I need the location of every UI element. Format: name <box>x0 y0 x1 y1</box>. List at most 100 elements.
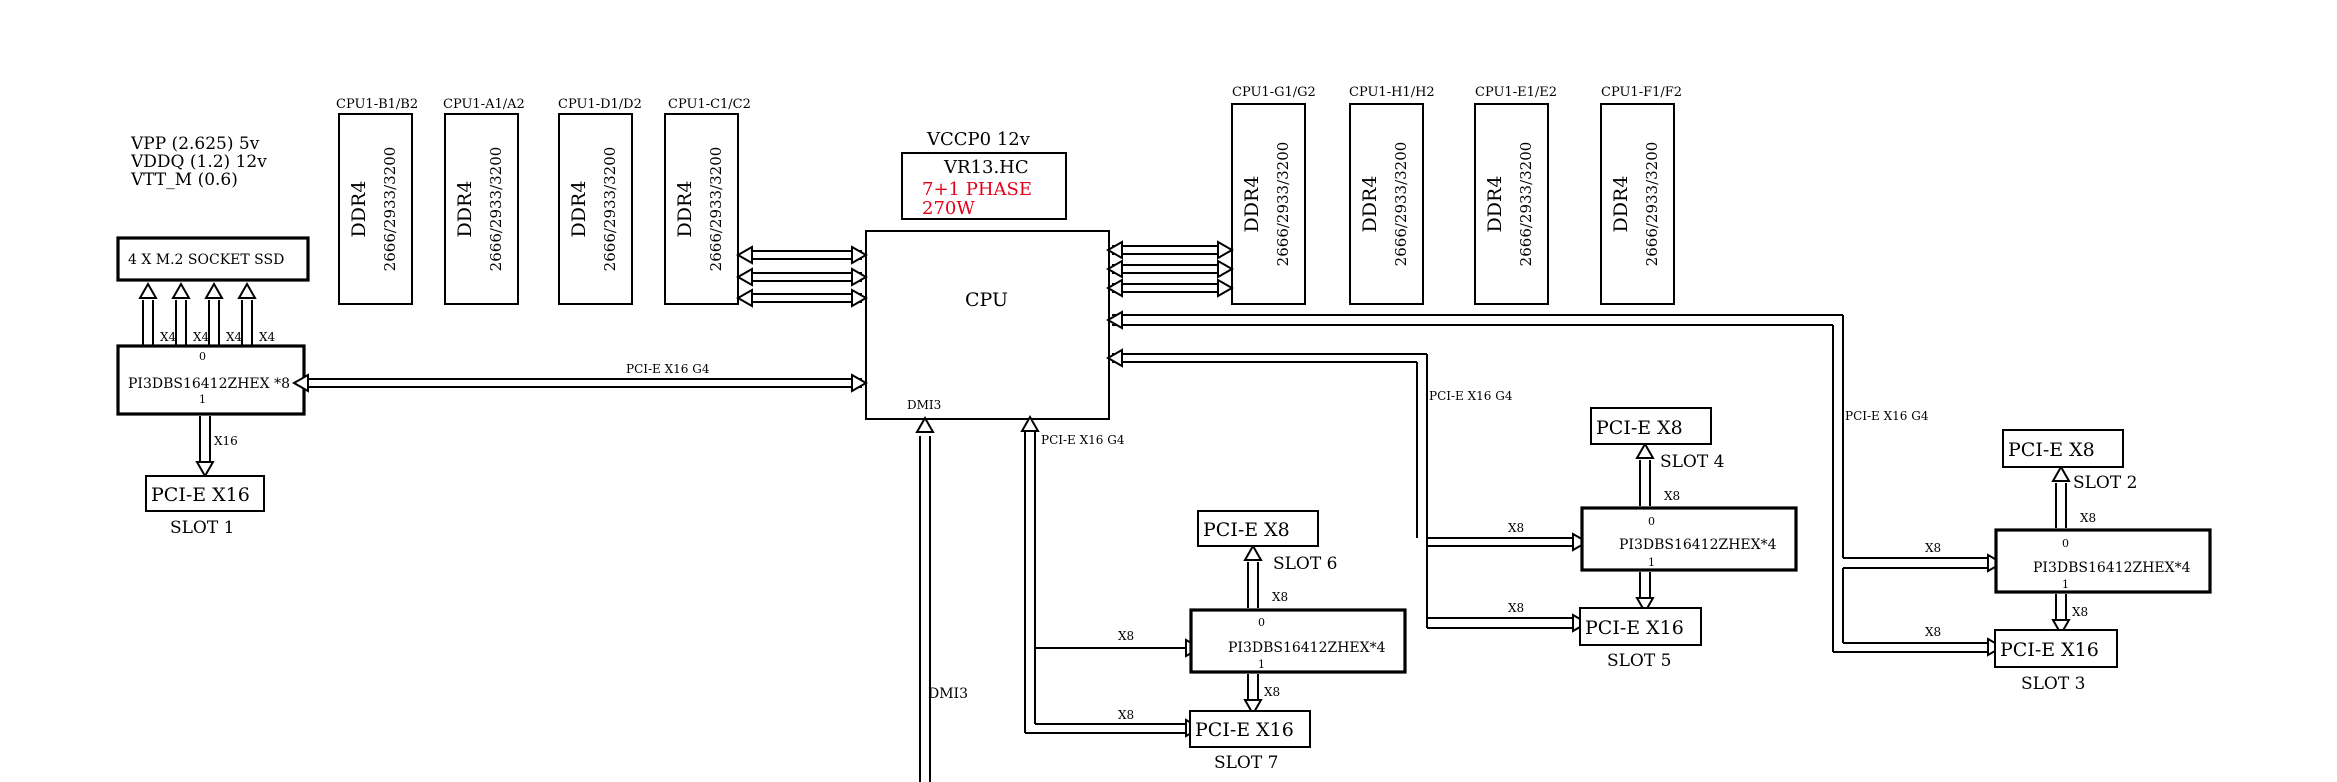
slot7-type: PCI-E X16 <box>1195 719 1294 741</box>
switch-a: 0 PI3DBS16412ZHEX*4 1 <box>1189 608 1407 674</box>
slot6: PCI-E X8 SLOT 6 <box>1197 510 1337 574</box>
dimm-slot-label: CPU1-A1/A2 <box>443 97 525 112</box>
pcie-g4-label: PCI-E X16 G4 <box>1429 389 1513 403</box>
slot5-name: SLOT 5 <box>1607 651 1671 671</box>
dimm-type: DDR4 <box>568 181 590 238</box>
vrm-box <box>901 152 1067 220</box>
x8-label: X8 <box>1508 521 1524 535</box>
switch-b-link: PCI-E X16 G4 X8 X8 <box>1107 349 1588 632</box>
slot3-type: PCI-E X16 <box>2000 639 2099 661</box>
dimm-type: DDR4 <box>1359 176 1381 233</box>
slot4-link: X8 <box>1636 443 1680 506</box>
dimm-box <box>1349 103 1424 305</box>
slot3-box <box>1994 629 2118 668</box>
x8-label: X8 <box>2072 605 2088 619</box>
port-0: 0 <box>1648 515 1655 528</box>
dimm-box <box>338 113 413 305</box>
slot5-box <box>1579 607 1702 646</box>
switch-b-box <box>1580 506 1798 572</box>
dimm-speed: 2666/2933/3200 <box>707 147 725 272</box>
slot7-link: X8 <box>1244 674 1280 715</box>
dimm-speed: 2666/2933/3200 <box>381 147 399 272</box>
cpu-label: CPU <box>965 289 1008 311</box>
dimm-type: DDR4 <box>1610 176 1632 233</box>
vccp0-label: VCCP0 12v <box>926 129 1031 150</box>
slot4-type: PCI-E X8 <box>1596 417 1683 439</box>
port-0: 0 <box>1258 616 1265 629</box>
slot2-name: SLOT 2 <box>2073 473 2137 493</box>
slot2: PCI-E X8 SLOT 2 <box>2002 429 2137 493</box>
port-0: 0 <box>199 350 206 363</box>
dimm-speed: 2666/2933/3200 <box>1517 142 1535 267</box>
dimm-slot-label: CPU1-C1/C2 <box>668 97 751 112</box>
vddq-label: VDDQ (1.2) 12v <box>130 152 267 172</box>
dimm-type: DDR4 <box>674 181 696 238</box>
memory-right: CPU1-G1/G2 DDR4 2666/2933/3200 CPU1-H1/H… <box>1231 85 1682 305</box>
dimm-box <box>664 113 739 305</box>
slot3-link: X8 <box>2052 594 2088 635</box>
switch-x8-label: PI3DBS16412ZHEX *8 <box>128 376 290 392</box>
memory-bus-left <box>737 246 867 307</box>
slot7: PCI-E X16 SLOT 7 <box>1189 710 1311 773</box>
slot2-type: PCI-E X8 <box>2008 439 2095 461</box>
switch-c: 0 PI3DBS16412ZHEX*4 1 <box>1994 528 2212 594</box>
dimm-type: DDR4 <box>1241 176 1263 233</box>
dmi-label: DMI3 <box>928 686 968 702</box>
slot2-box <box>2002 429 2124 468</box>
m2-block: 4 X M.2 SOCKET SSD X4 X4 X4 X4 <box>116 236 310 346</box>
dimm-slot-label: CPU1-F1/F2 <box>1601 85 1682 100</box>
port-1: 1 <box>1258 658 1265 671</box>
switch-x8-block: 0 PI3DBS16412ZHEX *8 1 <box>116 344 306 416</box>
slot1-box <box>145 475 265 512</box>
dimm-speed: 2666/2933/3200 <box>1392 142 1410 267</box>
switch-b: 0 PI3DBS16412ZHEX*4 1 <box>1580 506 1798 572</box>
switch-a-box <box>1189 608 1407 674</box>
dimm-type: DDR4 <box>348 181 370 238</box>
slot3-name: SLOT 3 <box>2021 674 2085 694</box>
dimm-speed: 2666/2933/3200 <box>1274 142 1292 267</box>
dimm-speed: 2666/2933/3200 <box>487 147 505 272</box>
vrm-name: VR13.HC <box>943 157 1029 178</box>
dimm-type: DDR4 <box>454 181 476 238</box>
slot5-type: PCI-E X16 <box>1585 617 1684 639</box>
power-rails: VPP (2.625) 5v VDDQ (1.2) 12v VTT_M (0.6… <box>130 134 267 190</box>
vrm-block: VCCP0 12v VR13.HC 7+1 PHASE 270W <box>901 129 1067 220</box>
x8-label: X8 <box>1272 590 1288 604</box>
dimm-box <box>1231 103 1306 305</box>
x8-label: X8 <box>1508 601 1524 615</box>
dimm-box <box>558 113 633 305</box>
slot6-name: SLOT 6 <box>1273 554 1337 574</box>
port-1: 1 <box>1648 556 1655 569</box>
vrm-power: 270W <box>922 198 975 219</box>
x8-label: X8 <box>1925 625 1941 639</box>
slot5-link <box>1636 572 1654 613</box>
dimm-slot-label: CPU1-B1/B2 <box>336 97 418 112</box>
slot6-type: PCI-E X8 <box>1203 519 1290 541</box>
x8-label: X8 <box>2080 511 2096 525</box>
slot4-name: SLOT 4 <box>1660 452 1724 472</box>
dimm-box <box>444 113 519 305</box>
slot1-link: X16 <box>196 416 238 477</box>
lane-label: X4 <box>259 330 276 344</box>
m2-label: 4 X M.2 SOCKET SSD <box>128 252 284 268</box>
dimm-box <box>1600 103 1675 305</box>
slot5: PCI-E X16 SLOT 5 <box>1579 607 1702 671</box>
switch-c-label: PI3DBS16412ZHEX*4 <box>2033 560 2191 576</box>
x8-label: X8 <box>1925 541 1941 555</box>
memory-left: CPU1-B1/B2 DDR4 2666/2933/3200 CPU1-A1/A… <box>336 97 751 305</box>
x8-label: X8 <box>1118 708 1134 722</box>
dimm-speed: 2666/2933/3200 <box>1643 142 1661 267</box>
switch-b-label: PI3DBS16412ZHEX*4 <box>1619 537 1777 553</box>
dimm-type: DDR4 <box>1484 176 1506 233</box>
slot6-box <box>1197 510 1319 547</box>
slot7-name: SLOT 7 <box>1214 753 1278 773</box>
switch-c-link: PCI-E X16 G4 X8 X8 <box>1107 311 2003 656</box>
cpu-box <box>865 230 1110 420</box>
switch-a-label: PI3DBS16412ZHEX*4 <box>1228 640 1386 656</box>
cpu-dmi-port: DMI3 <box>907 398 941 412</box>
vtt-label: VTT_M (0.6) <box>130 170 238 190</box>
dimm-speed: 2666/2933/3200 <box>601 147 619 272</box>
slot4-box <box>1590 407 1712 445</box>
slot2-link: X8 <box>2052 466 2096 528</box>
